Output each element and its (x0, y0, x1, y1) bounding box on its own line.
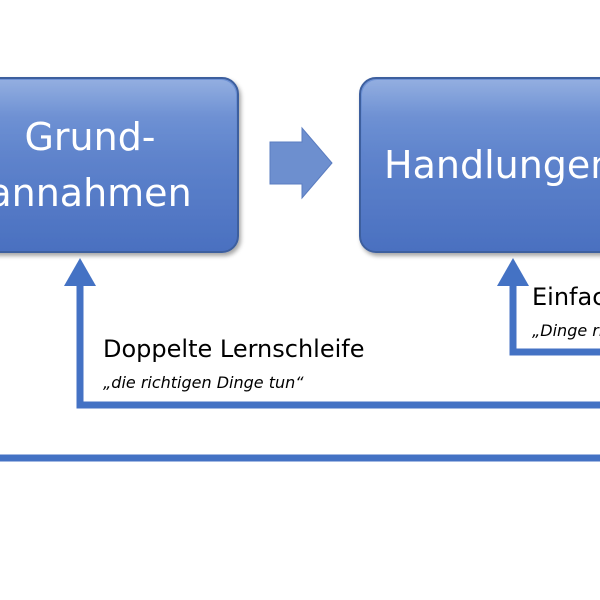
actions-box: Handlungen (359, 77, 600, 253)
single-loop-title: Einfache Lernschleife (532, 283, 600, 311)
assumptions-label-line1: Grund- (24, 115, 155, 159)
double-loop-arrow (64, 258, 600, 409)
double-loop-title: Doppelte Lernschleife (103, 335, 364, 363)
single-loop-subtitle: „Dinge richtig tun“ (532, 321, 600, 340)
double-loop-arrow-head-icon (64, 258, 96, 286)
single-loop-arrow-head-icon (497, 258, 529, 286)
assumptions-label-line2: annahmen (0, 171, 192, 215)
assumptions-box: Grund- annahmen (0, 77, 239, 253)
actions-label: Handlungen (384, 143, 600, 187)
right-arrow-icon (269, 126, 333, 200)
double-loop-subtitle: „die richtigen Dinge tun“ (103, 373, 304, 392)
single-loop-arrow (497, 258, 600, 356)
